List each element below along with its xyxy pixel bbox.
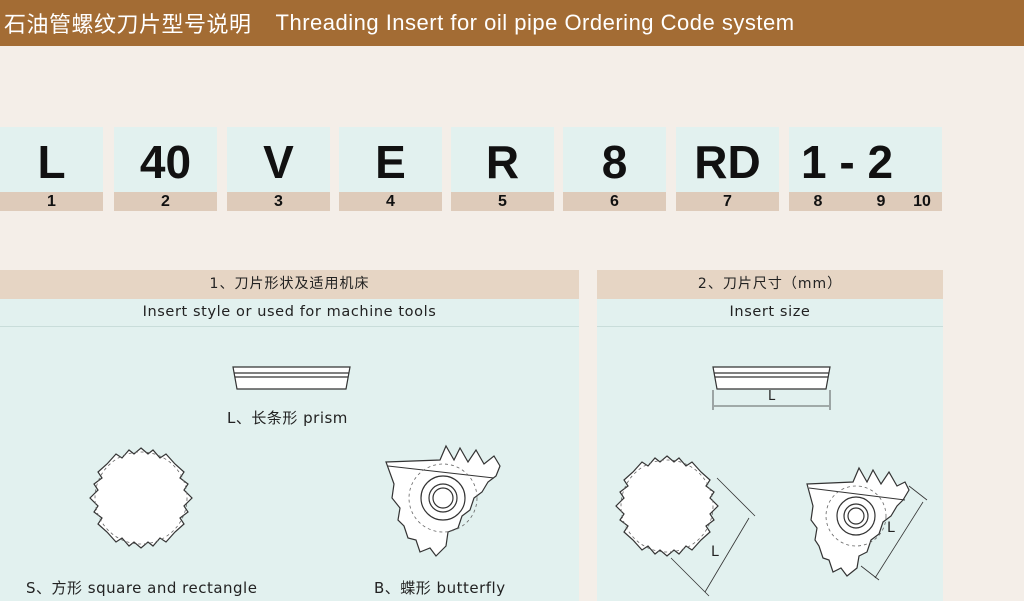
- code-box-1: L 1: [0, 127, 103, 211]
- butterfly-size-drawing: [806, 466, 928, 581]
- code-letter: E: [375, 136, 406, 188]
- code-box-2: 40 2: [114, 127, 217, 211]
- code-letter: R: [485, 136, 520, 188]
- square-caption: S、方形 square and rectangle: [26, 579, 258, 597]
- square-insert-drawing: [89, 447, 193, 549]
- header-title-cn: 石油管螺纹刀片型号说明: [4, 13, 252, 38]
- code-box-3: V 3: [227, 127, 330, 211]
- code-number: 9: [876, 193, 886, 210]
- code-letter: L: [37, 136, 66, 188]
- prism-insert-drawing: [232, 366, 351, 390]
- butterfly-insert-drawing: [385, 444, 501, 557]
- code-number-strip: 5: [451, 192, 554, 211]
- code-box-7: RD 7: [676, 127, 779, 211]
- page-header: 石油管螺纹刀片型号说明 Threading Insert for oil pip…: [0, 0, 1024, 46]
- butterfly-caption: B、蝶形 butterfly: [374, 579, 506, 597]
- insert-style-panel: 1、刀片形状及适用机床 Insert style or used for mac…: [0, 270, 579, 601]
- code-box-6: 8 6: [563, 127, 666, 211]
- code-number-strip: 3: [227, 192, 330, 211]
- prism-dimension-label: L: [768, 389, 776, 404]
- code-letter: 1 - 2: [801, 136, 894, 188]
- header-title-en: Threading Insert for oil pipe Ordering C…: [275, 10, 795, 35]
- butterfly-dimension-label: L: [887, 520, 896, 536]
- code-number: 7: [723, 193, 732, 210]
- square-dimension-label: L: [711, 544, 720, 560]
- code-number-strip: 8 9 10: [789, 192, 942, 211]
- code-number-strip: 6: [563, 192, 666, 211]
- code-number: 6: [610, 193, 619, 210]
- code-number: 3: [274, 193, 283, 210]
- panel-title-en: Insert size: [597, 299, 943, 327]
- code-number-strip: 7: [676, 192, 779, 211]
- insert-style-drawings: [89, 366, 501, 557]
- prism-caption: L、长条形 prism: [227, 409, 348, 427]
- code-letter: RD: [694, 136, 761, 188]
- panel-title-cn: 2、刀片尺寸（mm）: [597, 270, 943, 299]
- insert-size-panel: 2、刀片尺寸（mm） Insert size: [597, 270, 943, 601]
- code-number: 5: [498, 193, 507, 210]
- panel-title-en: Insert style or used for machine tools: [0, 299, 579, 327]
- code-number: 4: [386, 193, 395, 210]
- prism-size-drawing: [712, 366, 831, 410]
- code-box-8: 1 - 2 8 9 10: [789, 127, 942, 211]
- code-letter: 8: [601, 136, 628, 188]
- code-box-4: E 4: [339, 127, 442, 211]
- square-size-drawing: [615, 455, 756, 597]
- code-number: 10: [913, 193, 931, 210]
- code-letter: V: [263, 136, 294, 188]
- panel-title-cn: 1、刀片形状及适用机床: [0, 270, 579, 299]
- code-box-5: R 5: [451, 127, 554, 211]
- code-number: 2: [161, 193, 170, 210]
- insert-size-drawings: [615, 366, 928, 597]
- code-number-strip: 4: [339, 192, 442, 211]
- code-number: 1: [47, 193, 56, 210]
- code-number: 8: [813, 193, 823, 210]
- code-letter: 40: [139, 136, 192, 188]
- code-number-strip: 2: [114, 192, 217, 211]
- code-number-strip: 1: [0, 192, 103, 211]
